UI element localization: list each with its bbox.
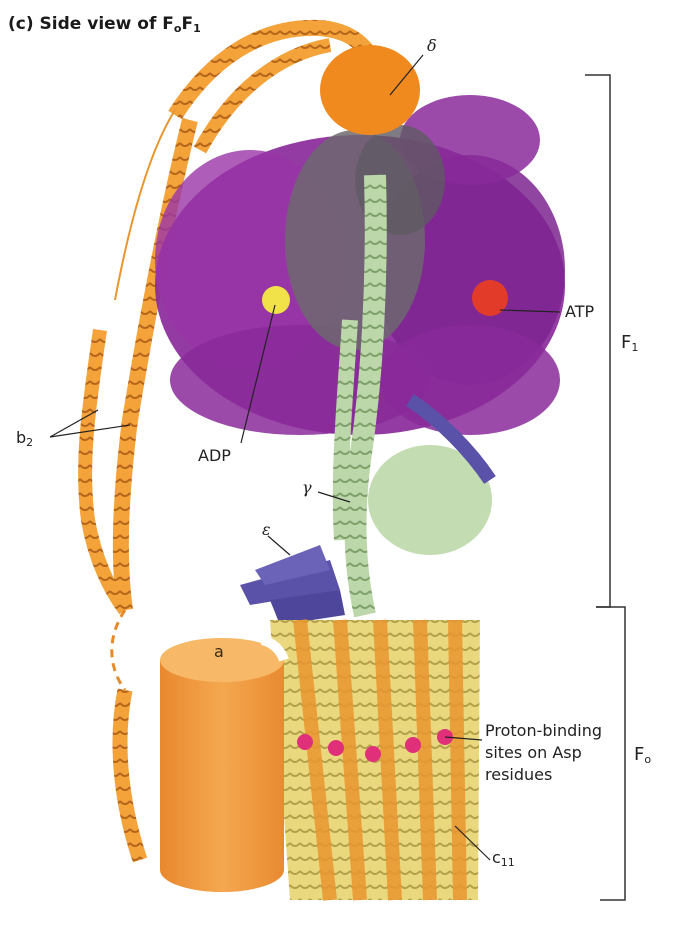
- adp-molecule: [262, 286, 290, 314]
- blue-helix: [406, 394, 496, 484]
- adp-label: ADP: [198, 446, 231, 465]
- a-label: a: [214, 642, 224, 661]
- delta-subunit: [320, 45, 420, 135]
- fo-bracket: [596, 606, 626, 901]
- f1-label: F1: [621, 332, 639, 354]
- atp-label: ATP: [565, 302, 595, 321]
- figure-title: (c) Side view of FoF1: [8, 14, 201, 35]
- b2-stalk: [78, 19, 377, 863]
- c11-label: c11: [492, 848, 515, 869]
- epsilon-label: ε: [262, 520, 271, 539]
- leader-lines: [49, 54, 561, 861]
- f1-bracket: [585, 74, 611, 608]
- gamma-subunit: [332, 174, 492, 618]
- atp-molecule: [472, 280, 508, 316]
- proton-binding-label: Proton-binding sites on Asp residues: [485, 721, 602, 784]
- b2-label: b2: [16, 428, 34, 449]
- epsilon-subunit: [240, 545, 345, 625]
- fo-label: Fo: [634, 744, 652, 766]
- gamma-label: γ: [302, 478, 312, 497]
- a-subunit: [160, 635, 289, 892]
- proton-binding-sites: [297, 729, 453, 762]
- delta-label: δ: [427, 36, 437, 55]
